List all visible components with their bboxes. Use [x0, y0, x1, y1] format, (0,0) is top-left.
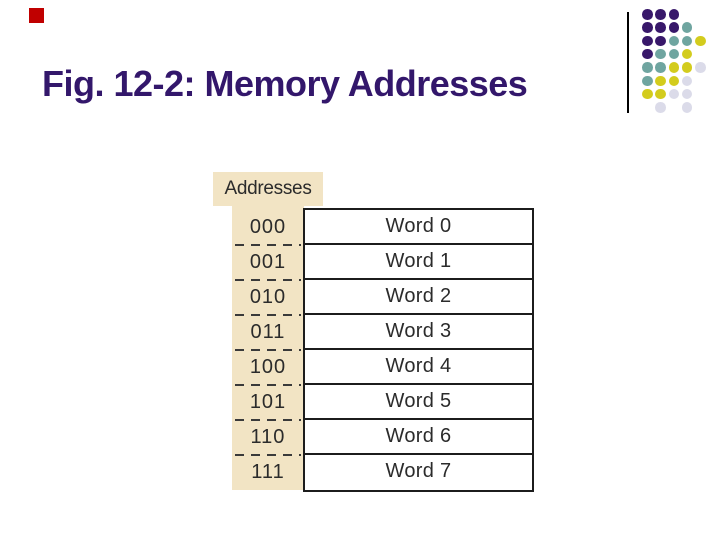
teal-dot — [655, 48, 666, 60]
yellow-dot — [695, 35, 706, 47]
lavender-dot — [681, 75, 693, 86]
addresses-header: Addresses — [213, 172, 323, 206]
memory-word-cell: Word 0 — [305, 210, 532, 245]
memory-word-cell: Word 1 — [305, 245, 532, 280]
purple-dot — [655, 22, 666, 33]
teal-dot — [655, 62, 666, 73]
lavender-dot — [655, 102, 666, 113]
yellow-dot — [655, 75, 666, 86]
purple-dot — [642, 22, 653, 33]
purple-dot — [655, 35, 666, 47]
purple-dot — [642, 9, 653, 20]
address-cell: 101 — [232, 385, 304, 421]
address-cell: 111 — [251, 461, 285, 483]
memory-word-cell: Word 2 — [305, 280, 532, 315]
yellow-dot — [655, 88, 666, 100]
yellow-dot — [681, 48, 693, 60]
memory-word-cell: Word 7 — [385, 460, 452, 482]
teal-dot — [681, 22, 693, 33]
dashed-separator — [235, 384, 301, 386]
memory-word-cell: Word 5 — [305, 385, 532, 420]
dashed-separator — [235, 419, 301, 421]
dashed-separator — [235, 279, 301, 281]
dashed-separator — [235, 314, 301, 316]
yellow-dot — [668, 62, 680, 73]
red-square-decoration — [29, 8, 44, 23]
memory-word-cell: Word 6 — [305, 420, 532, 455]
purple-dot — [668, 22, 680, 33]
teal-dot — [642, 75, 653, 86]
memory-word-cell: Word 4 — [305, 350, 532, 385]
teal-dot — [681, 35, 693, 47]
lavender-dot — [681, 88, 693, 100]
purple-dot — [668, 9, 680, 20]
yellow-dot — [681, 62, 693, 73]
purple-dot — [655, 9, 666, 20]
teal-dot — [668, 48, 680, 60]
teal-dot — [642, 62, 653, 73]
dots-decoration — [642, 9, 714, 121]
lavender-dot — [695, 62, 706, 73]
yellow-dot — [668, 75, 680, 86]
address-cell: 010 — [232, 280, 304, 316]
address-cell: 000 — [232, 210, 304, 246]
yellow-dot — [642, 88, 653, 100]
address-cell: 011 — [232, 315, 304, 351]
address-cell: 001 — [232, 245, 304, 281]
address-cell: 110 — [232, 420, 304, 456]
lavender-dot — [668, 88, 680, 100]
purple-dot — [642, 35, 653, 47]
memory-word-cell: Word 3 — [305, 315, 532, 350]
dashed-separator — [235, 454, 301, 456]
lavender-dot — [681, 102, 693, 113]
purple-dot — [642, 48, 653, 60]
dashed-separator — [235, 244, 301, 246]
slide-title: Fig. 12-2: Memory Addresses — [42, 63, 528, 104]
dashed-separator — [235, 349, 301, 351]
vertical-line-decoration — [627, 12, 629, 113]
teal-dot — [668, 35, 680, 47]
address-cell: 100 — [232, 350, 304, 386]
